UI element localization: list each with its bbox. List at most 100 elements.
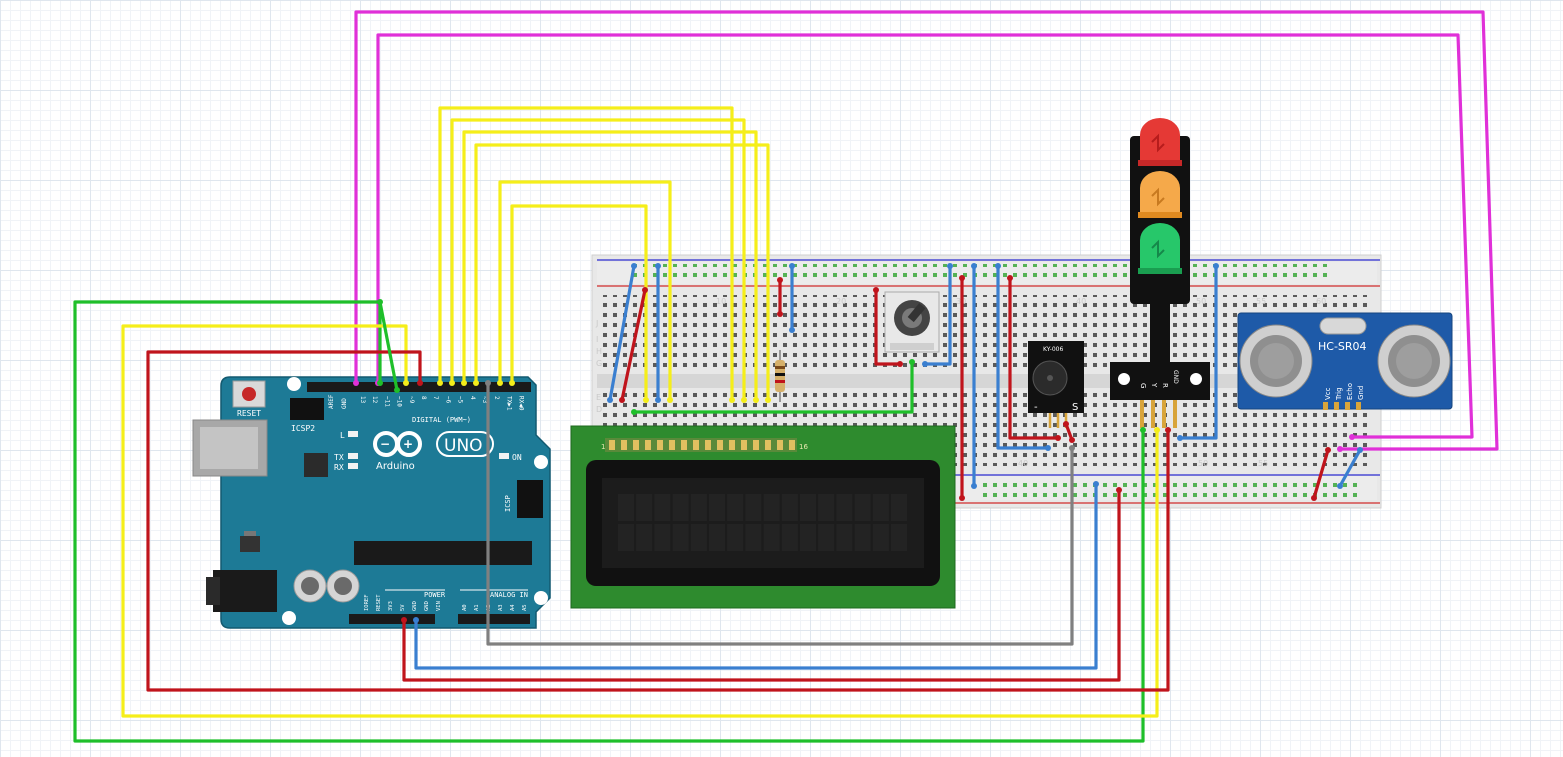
bb-row-letter: D bbox=[596, 405, 602, 414]
lcd-pin-header bbox=[605, 438, 797, 452]
analog-pin-label: A3 bbox=[498, 604, 504, 611]
on-label: ON bbox=[512, 453, 522, 462]
wire bbox=[486, 383, 1074, 646]
wire-end bbox=[971, 483, 977, 489]
resistor bbox=[775, 350, 785, 402]
bb-col-num: 60 bbox=[1316, 297, 1326, 306]
power-pin-label: IOREF bbox=[364, 594, 370, 611]
wire-end bbox=[417, 380, 423, 386]
wires bbox=[73, 10, 1499, 743]
analog-pin-label: A4 bbox=[510, 604, 516, 611]
wire bbox=[498, 180, 672, 400]
wire-end bbox=[741, 397, 747, 403]
wire bbox=[121, 324, 1159, 718]
lcd-char-cell bbox=[872, 524, 889, 551]
lcd-pin bbox=[621, 440, 627, 450]
digital-pin-label: ~11 bbox=[383, 396, 390, 407]
lcd-pin bbox=[657, 440, 663, 450]
lcd-char-cell bbox=[690, 524, 707, 551]
lcd-pin bbox=[681, 440, 687, 450]
potentiometer bbox=[884, 291, 940, 353]
icsp2-label: ICSP2 bbox=[291, 424, 315, 433]
wire-end bbox=[619, 397, 625, 403]
wire-end bbox=[777, 311, 783, 317]
lcd-char-cell bbox=[745, 494, 762, 521]
wire-end bbox=[1055, 435, 1061, 441]
wire-end bbox=[909, 359, 915, 365]
tl-pin-label: Y bbox=[1150, 382, 1158, 388]
svg-text:−: − bbox=[380, 437, 390, 451]
analog-header bbox=[458, 614, 530, 624]
lcd-char-cell bbox=[709, 524, 725, 551]
lcd-pin-sixteen-label: 16 bbox=[799, 443, 808, 451]
lcd-char-cell bbox=[763, 494, 780, 521]
wire bbox=[376, 33, 1474, 439]
wire bbox=[462, 130, 758, 400]
wire-end bbox=[1357, 447, 1363, 453]
wire-end bbox=[789, 327, 795, 333]
sr04-model: HC-SR04 bbox=[1318, 340, 1367, 353]
lcd-char-cell bbox=[818, 524, 835, 551]
wire-end bbox=[959, 275, 965, 281]
wire-end bbox=[1069, 437, 1075, 443]
wire bbox=[450, 118, 746, 400]
wire-end bbox=[473, 380, 479, 386]
digital-pin-label: 8 bbox=[420, 396, 427, 400]
power-pin-label: 3V3 bbox=[388, 601, 394, 611]
wire-end bbox=[971, 263, 977, 269]
wire bbox=[874, 290, 900, 366]
lcd-char-cell bbox=[891, 494, 907, 521]
lcd-screen bbox=[602, 478, 924, 568]
green-led bbox=[1138, 223, 1182, 274]
wire-end bbox=[655, 397, 661, 403]
bb-col-num: 20 bbox=[836, 297, 846, 306]
digital-header bbox=[307, 382, 531, 392]
digital-pin-label: 12 bbox=[371, 396, 378, 404]
icsp-header bbox=[517, 480, 543, 518]
wire-end bbox=[437, 380, 443, 386]
lcd-char-cell bbox=[836, 494, 853, 521]
digital-pin-label: 2 bbox=[493, 396, 500, 400]
bb-col-num: 50 bbox=[1196, 297, 1206, 306]
wire bbox=[634, 362, 914, 414]
wire-end bbox=[643, 397, 649, 403]
svg-text:+: + bbox=[403, 437, 413, 451]
analog-pin-label: A0 bbox=[462, 604, 468, 611]
lcd-char-cell bbox=[763, 524, 780, 551]
buzzer-pin-s: S bbox=[1072, 402, 1078, 413]
wire-end bbox=[449, 380, 455, 386]
digital-pin-label: ~5 bbox=[457, 396, 464, 404]
wire-end bbox=[1069, 445, 1075, 451]
lcd-pin bbox=[645, 440, 651, 450]
digital-pin-label: 4 bbox=[469, 396, 476, 400]
bb-col-num: 55 bbox=[1256, 297, 1266, 306]
lcd-char-cell bbox=[745, 524, 762, 551]
power-pin-label: 5V bbox=[400, 604, 406, 611]
wire-end bbox=[655, 263, 661, 269]
lcd-char-cell bbox=[672, 494, 689, 521]
buzzer-model: KY-006 bbox=[1043, 346, 1063, 353]
lcd-pin bbox=[765, 440, 771, 450]
power-pin-label: RESET bbox=[376, 594, 382, 611]
digital-pin-label: 13 bbox=[359, 396, 366, 404]
led-l-label: L bbox=[340, 431, 345, 440]
wire-end bbox=[1140, 427, 1146, 433]
wire-end bbox=[667, 397, 673, 403]
digital-pin-label: TX▶1 bbox=[505, 396, 512, 411]
lcd-pin bbox=[633, 440, 639, 450]
wire-end bbox=[1311, 495, 1317, 501]
lcd-pin-one-label: 1 bbox=[601, 443, 605, 451]
digital-pin-label: ~10 bbox=[396, 396, 403, 407]
power-pin-label: GND bbox=[412, 601, 418, 611]
reset-button-cap[interactable] bbox=[242, 387, 256, 401]
lcd-char-cell bbox=[727, 524, 744, 551]
analog-pin-label: A1 bbox=[474, 604, 480, 611]
power-pin-label: GND bbox=[424, 601, 430, 611]
bb-col-num: 40 bbox=[1076, 297, 1086, 306]
wire-end bbox=[777, 277, 783, 283]
wire-end bbox=[1349, 434, 1355, 440]
bb-col-num: 55 bbox=[1258, 459, 1268, 468]
lcd-pin bbox=[669, 440, 675, 450]
wire-end bbox=[1093, 481, 1099, 487]
